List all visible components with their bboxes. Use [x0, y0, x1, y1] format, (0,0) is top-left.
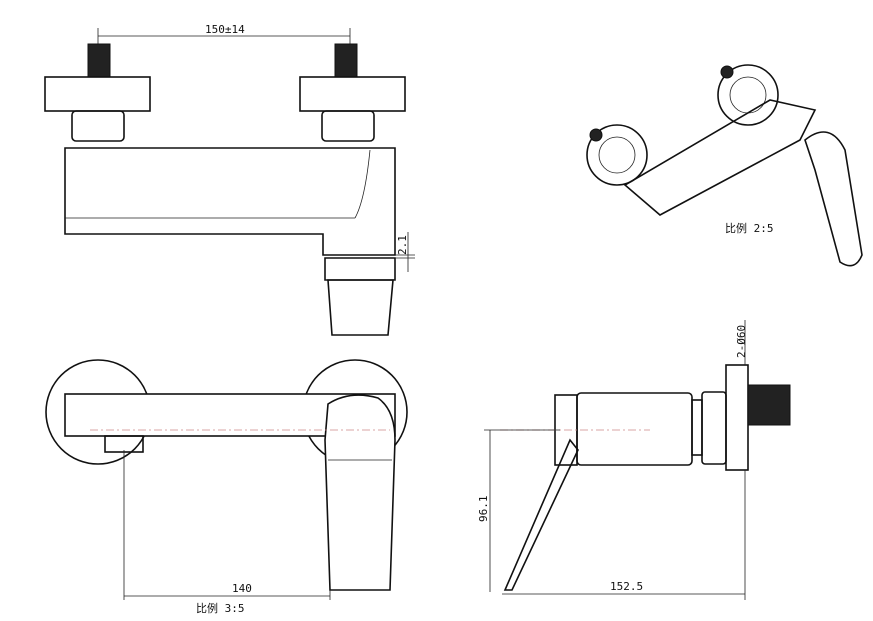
dim-lever-height: 96.1: [477, 496, 490, 523]
scale-iso: 比例 2:5: [725, 221, 774, 235]
flange-left: [44, 76, 151, 112]
dim-outlet-offset: 2.1: [396, 235, 409, 255]
side-view: 96.1 152.5 2-Ø60: [477, 320, 791, 600]
scale-front: 比例 3:5: [196, 601, 245, 615]
top-view: 150±14 2.1: [44, 23, 415, 336]
thread-left: [87, 43, 111, 78]
dim-flange-diameter: 2-Ø60: [735, 325, 748, 358]
flange-right: [299, 76, 406, 112]
isometric-view: 比例 2:5: [586, 64, 863, 267]
dim-inlet-spacing: 150±14: [205, 23, 245, 36]
front-view: 140 比例 3:5: [45, 359, 408, 615]
thread-right: [334, 43, 358, 78]
dim-body-width: 140: [232, 582, 252, 595]
dim-depth: 152.5: [610, 580, 643, 593]
